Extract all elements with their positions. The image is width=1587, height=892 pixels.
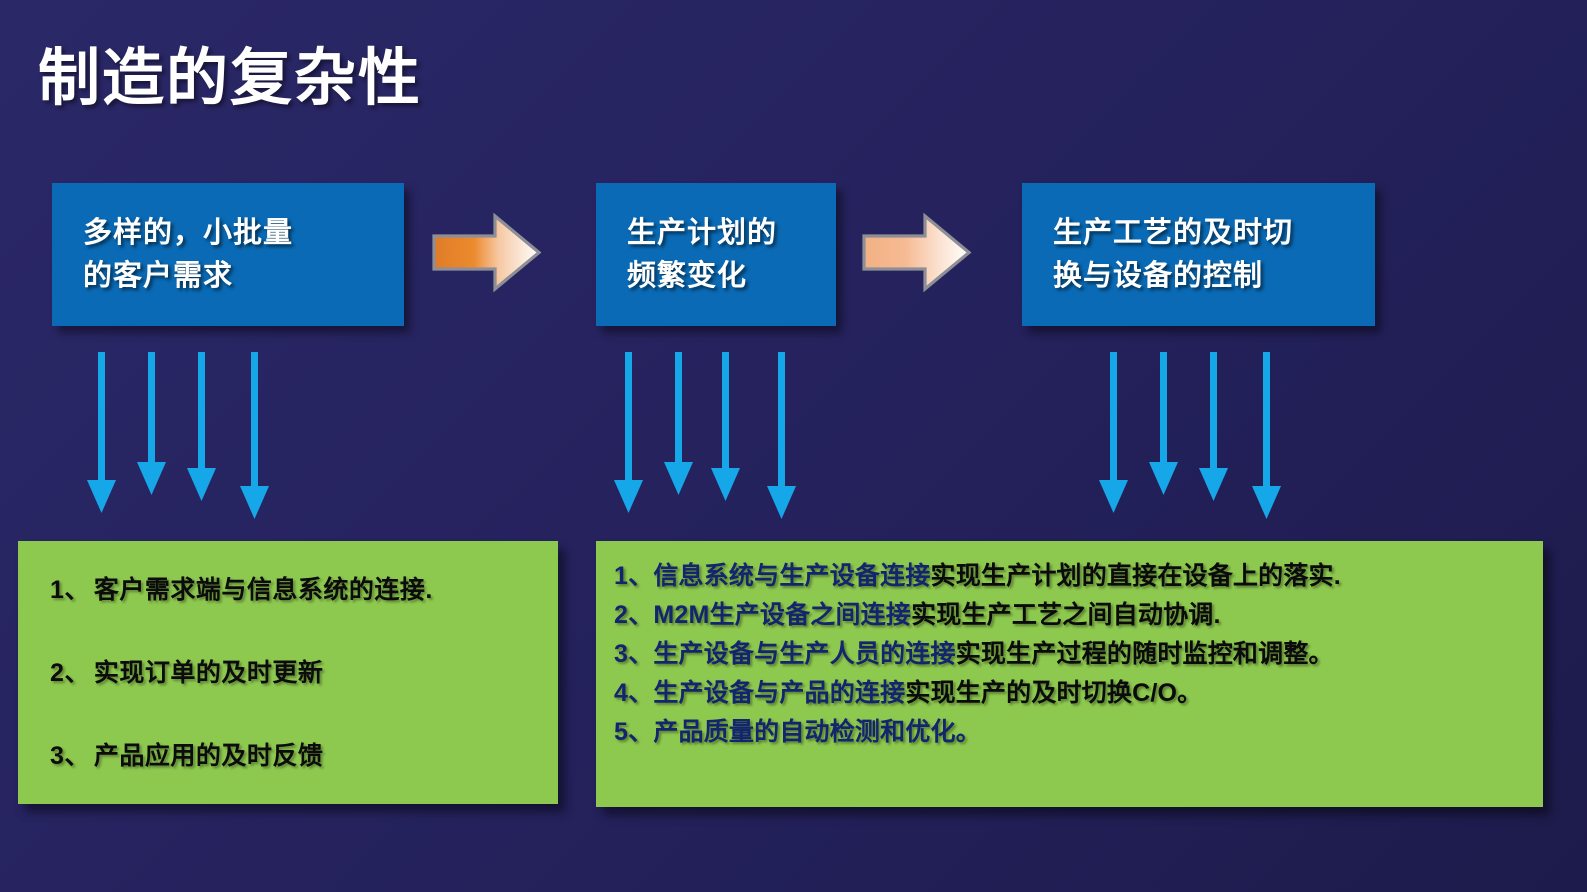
list-item-text: 实现订单的及时更新: [93, 659, 324, 687]
down-arrow-icon: [614, 352, 643, 513]
list-item-text: 客户需求端与信息系统的连接.: [93, 576, 433, 604]
list-item: 2、实现订单的及时更新: [50, 653, 558, 689]
list-item-number: 2、: [614, 601, 654, 629]
down-arrow-icon: [240, 352, 269, 519]
down-arrow-icon: [767, 352, 796, 519]
flow-box-line: 的客户需求: [83, 259, 234, 292]
list-item: 3、产品应用的及时反馈: [50, 736, 558, 772]
list-item: 2、M2M生产设备之间连接实现生产工艺之间自动协调.: [614, 602, 1543, 629]
flow-box-process-switch[interactable]: 生产工艺的及时切 换与设备的控制: [1022, 183, 1375, 326]
list-item-number: 1、: [614, 562, 654, 590]
list-item-number: 4、: [614, 679, 654, 707]
list-item-number: 3、: [614, 640, 654, 668]
list-item-connection-text: 生产设备与产品的连接: [653, 679, 906, 707]
list-item: 1、客户需求端与信息系统的连接.: [50, 570, 558, 606]
list-item: 1、信息系统与生产设备连接实现生产计划的直接在设备上的落实.: [614, 563, 1543, 590]
list-item-outcome-text: 实现生产计划的直接在设备上的落实.: [930, 562, 1341, 590]
list-item-connection-text: 产品质量的自动检测和优化。: [653, 718, 981, 746]
flow-box-line: 换与设备的控制: [1053, 259, 1264, 292]
down-arrow-icon: [87, 352, 116, 513]
outcomes-list-left: 1、客户需求端与信息系统的连接. 2、实现订单的及时更新 3、产品应用的及时反馈: [18, 541, 558, 772]
list-item: 3、生产设备与生产人员的连接实现生产过程的随时监控和调整。: [614, 641, 1543, 668]
down-arrows-box2: [614, 352, 796, 519]
down-arrows-box1: [87, 352, 269, 519]
list-item-outcome-text: 实现生产过程的随时监控和调整。: [955, 640, 1334, 668]
list-item-number: 2、: [50, 659, 90, 687]
list-item: 5、产品质量的自动检测和优化。: [614, 719, 1543, 746]
flow-box-line: 生产计划的: [627, 217, 778, 250]
list-item-connection-text: 生产设备与生产人员的连接: [653, 640, 956, 668]
flow-box-production-plan[interactable]: 生产计划的 频繁变化: [596, 183, 836, 326]
down-arrow-icon: [187, 352, 216, 501]
down-arrow-icon: [137, 352, 166, 495]
list-item-number: 1、: [50, 576, 90, 604]
down-arrow-icon: [664, 352, 693, 495]
list-item-number: 5、: [614, 718, 654, 746]
outcomes-panel-left: 1、客户需求端与信息系统的连接. 2、实现订单的及时更新 3、产品应用的及时反馈: [18, 541, 558, 804]
down-arrow-icon: [1099, 352, 1128, 513]
page-title: 制造的复杂性: [38, 44, 423, 113]
right-arrow-icon-1: [432, 212, 542, 293]
outcomes-panel-right: 1、信息系统与生产设备连接实现生产计划的直接在设备上的落实. 2、M2M生产设备…: [596, 541, 1543, 807]
right-arrow-icon-2: [862, 212, 972, 293]
list-item-connection-text: 信息系统与生产设备连接: [653, 562, 931, 590]
list-item-number: 3、: [50, 742, 90, 770]
list-item-connection-text: M2M生产设备之间连接: [653, 601, 912, 629]
list-item-text: 产品应用的及时反馈: [93, 742, 324, 770]
down-arrow-icon: [1149, 352, 1178, 495]
list-item-outcome-text: 实现生产工艺之间自动协调.: [911, 601, 1221, 629]
list-item-outcome-text: 实现生产的及时切换C/O。: [905, 679, 1203, 707]
outcomes-list-right: 1、信息系统与生产设备连接实现生产计划的直接在设备上的落实. 2、M2M生产设备…: [596, 541, 1543, 746]
flow-box-customer-demand[interactable]: 多样的，小批量 的客户需求: [52, 183, 404, 326]
down-arrow-icon: [1199, 352, 1228, 501]
down-arrow-icon: [1252, 352, 1281, 519]
flow-box-line: 频繁变化: [627, 259, 748, 292]
down-arrows-box3: [1099, 352, 1281, 519]
flow-box-line: 生产工艺的及时切: [1053, 217, 1294, 250]
down-arrow-icon: [711, 352, 740, 501]
flow-box-line: 多样的，小批量: [83, 217, 294, 250]
list-item: 4、生产设备与产品的连接实现生产的及时切换C/O。: [614, 680, 1543, 707]
